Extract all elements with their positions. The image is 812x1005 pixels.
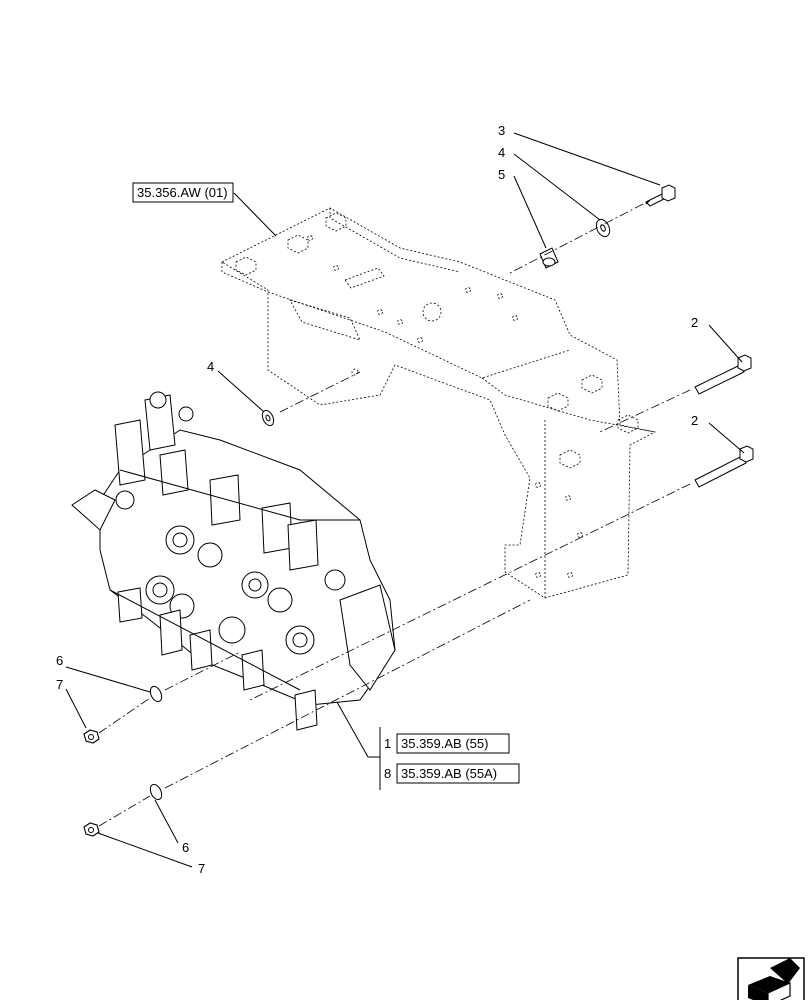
callout-nut-left-lower: 7	[198, 861, 205, 876]
nut-left-upper	[83, 729, 100, 744]
washer-left-upper	[149, 685, 163, 703]
bolt-top	[645, 184, 676, 207]
nut-left-lower	[83, 822, 100, 837]
callout-nut-left-upper: 7	[56, 677, 63, 692]
callout-washer-left: 4	[207, 359, 214, 374]
mounting-frame	[221, 207, 657, 599]
callout-washer-left-upper: 6	[56, 653, 63, 668]
callout-bolt-right-upper: 2	[691, 315, 698, 330]
callout-labels: 3 4 5 2 2 4 6 7 6 7	[56, 123, 698, 876]
reference-valve-8[interactable]: 8 35.359.AB (55A)	[384, 763, 520, 784]
reference-valve-8-number: 8	[384, 766, 391, 781]
reference-valve-1-label[interactable]: 35.359.AB (55)	[401, 736, 488, 751]
callout-bushing: 5	[498, 167, 505, 182]
reference-valve-1[interactable]: 1 35.359.AB (55)	[384, 733, 510, 754]
callout-washer-left-lower: 6	[182, 840, 189, 855]
reference-valve-8-label[interactable]: 35.359.AB (55A)	[401, 766, 497, 781]
bushing	[539, 247, 559, 269]
washer-top	[595, 218, 611, 238]
callout-bolt-top: 3	[498, 123, 505, 138]
bolt-right-lower	[694, 445, 754, 488]
callout-washer-top: 4	[498, 145, 505, 160]
reference-frame-label[interactable]: 35.356.AW (01)	[137, 185, 228, 200]
reference-valve-1-number: 1	[384, 736, 391, 751]
bolt-right-upper	[694, 354, 752, 395]
washer-left-lower	[149, 783, 163, 801]
control-valve-assembly	[71, 391, 396, 731]
reference-frame[interactable]: 35.356.AW (01)	[132, 182, 234, 203]
next-page-arrow-icon[interactable]	[737, 957, 805, 1005]
callout-bolt-right-lower: 2	[691, 413, 698, 428]
leader-lines	[65, 132, 745, 868]
assembly-lines	[98, 203, 691, 827]
washer-left	[261, 409, 275, 427]
